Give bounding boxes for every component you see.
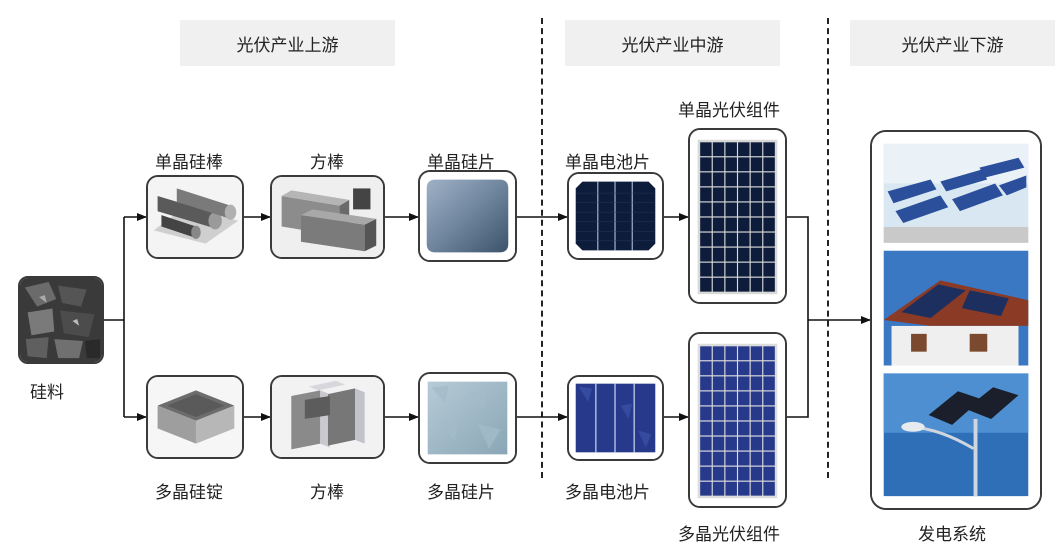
mono-wafer-image: [418, 170, 517, 262]
divider-upstream-midstream: [541, 18, 543, 478]
square-rod-top-label: 方棒: [310, 153, 344, 173]
square-rod-bottom-image: [270, 375, 385, 459]
poly-wafer-image: [418, 372, 517, 464]
power-system-panel: [870, 130, 1042, 510]
poly-cell-label: 多晶电池片: [565, 483, 650, 503]
downstream-header-text: 光伏产业下游: [901, 35, 1004, 56]
mono-module-image: [688, 128, 787, 304]
square-rod-top-image: [270, 175, 385, 259]
house-roof-photo: [883, 250, 1029, 366]
poly-cell-image: [567, 375, 664, 461]
poly-module-image: [688, 332, 787, 508]
silicon-label: 硅料: [30, 383, 64, 403]
downstream-header: 光伏产业下游: [850, 20, 1055, 66]
power-system-label: 发电系统: [918, 525, 986, 545]
silicon-image: [18, 276, 104, 364]
mono-module-label: 单晶光伏组件: [678, 101, 780, 121]
mono-wafer-label: 单晶硅片: [427, 153, 495, 173]
mono-cell-label: 单晶电池片: [565, 153, 650, 173]
mono-rod-label: 单晶硅棒: [155, 153, 223, 173]
upstream-header-text: 光伏产业上游: [236, 35, 339, 56]
midstream-header-text: 光伏产业中游: [621, 35, 724, 56]
mono-cell-image: [567, 172, 664, 260]
midstream-header: 光伏产业中游: [565, 20, 780, 66]
poly-wafer-label: 多晶硅片: [427, 483, 495, 503]
divider-midstream-downstream: [827, 18, 829, 478]
poly-ingot-image: [146, 375, 244, 459]
poly-ingot-label: 多晶硅锭: [155, 483, 223, 503]
square-rod-bottom-label: 方棒: [310, 483, 344, 503]
upstream-header: 光伏产业上游: [180, 20, 395, 66]
mono-rod-image: [146, 175, 244, 259]
rooftop-array-photo: [883, 143, 1029, 243]
solar-streetlight-photo: [883, 373, 1029, 497]
poly-module-label: 多晶光伏组件: [678, 525, 780, 545]
